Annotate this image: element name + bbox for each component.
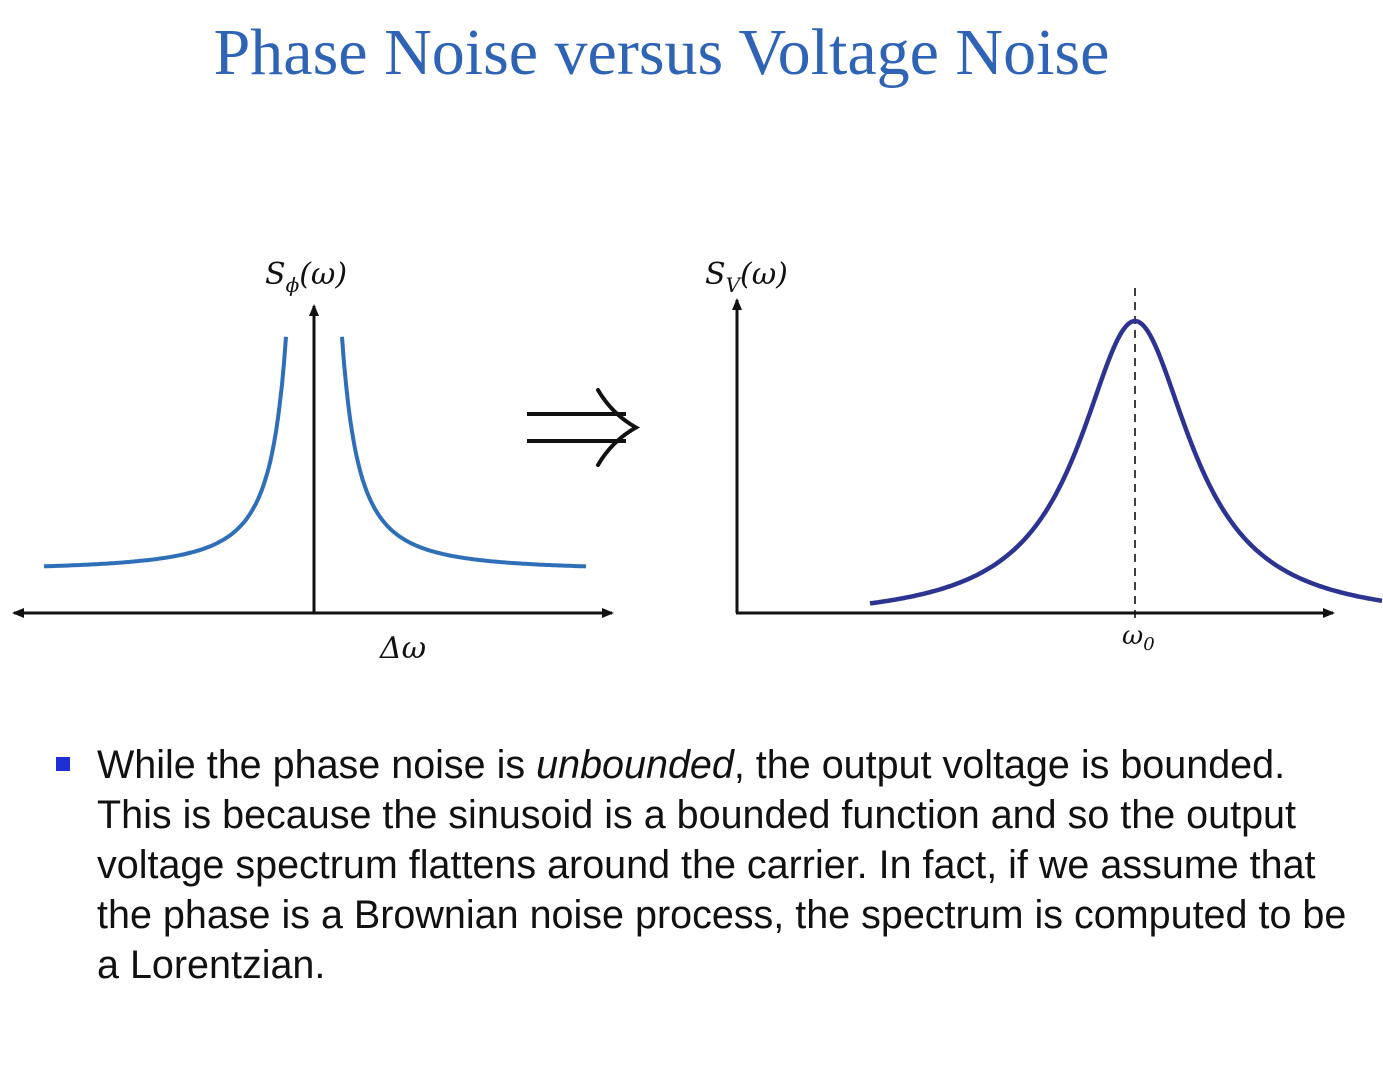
bullet-text-end: , the output voltage is bounded. This is… [97,743,1347,987]
noise-diagram: Sϕ(ω) Δω SV(ω) ω0 [12,257,1383,666]
bullet-emphasis: unbounded [536,743,734,787]
implies-arrow-icon [527,388,641,467]
delta-omega-label: Δω [379,631,426,666]
phase-noise-curve-right [340,336,587,569]
bullet-text-start: While the phase noise is [97,743,537,787]
voltage-noise-plot: SV(ω) ω0 [705,257,1383,655]
phase-noise-y-label: Sϕ(ω) [265,257,347,297]
slide-title: Phase Noise versus Voltage Noise [213,16,1110,89]
omega-zero-label: ω0 [1122,621,1155,655]
phase-noise-curve-left [43,336,288,569]
bullet-marker [56,757,70,771]
voltage-noise-y-label: SV(ω) [705,257,788,297]
bullet-item: While the phase noise is unbounded, the … [97,740,1347,990]
lorentzian-curve [869,318,1383,606]
phase-noise-plot: Sϕ(ω) Δω [12,257,614,666]
